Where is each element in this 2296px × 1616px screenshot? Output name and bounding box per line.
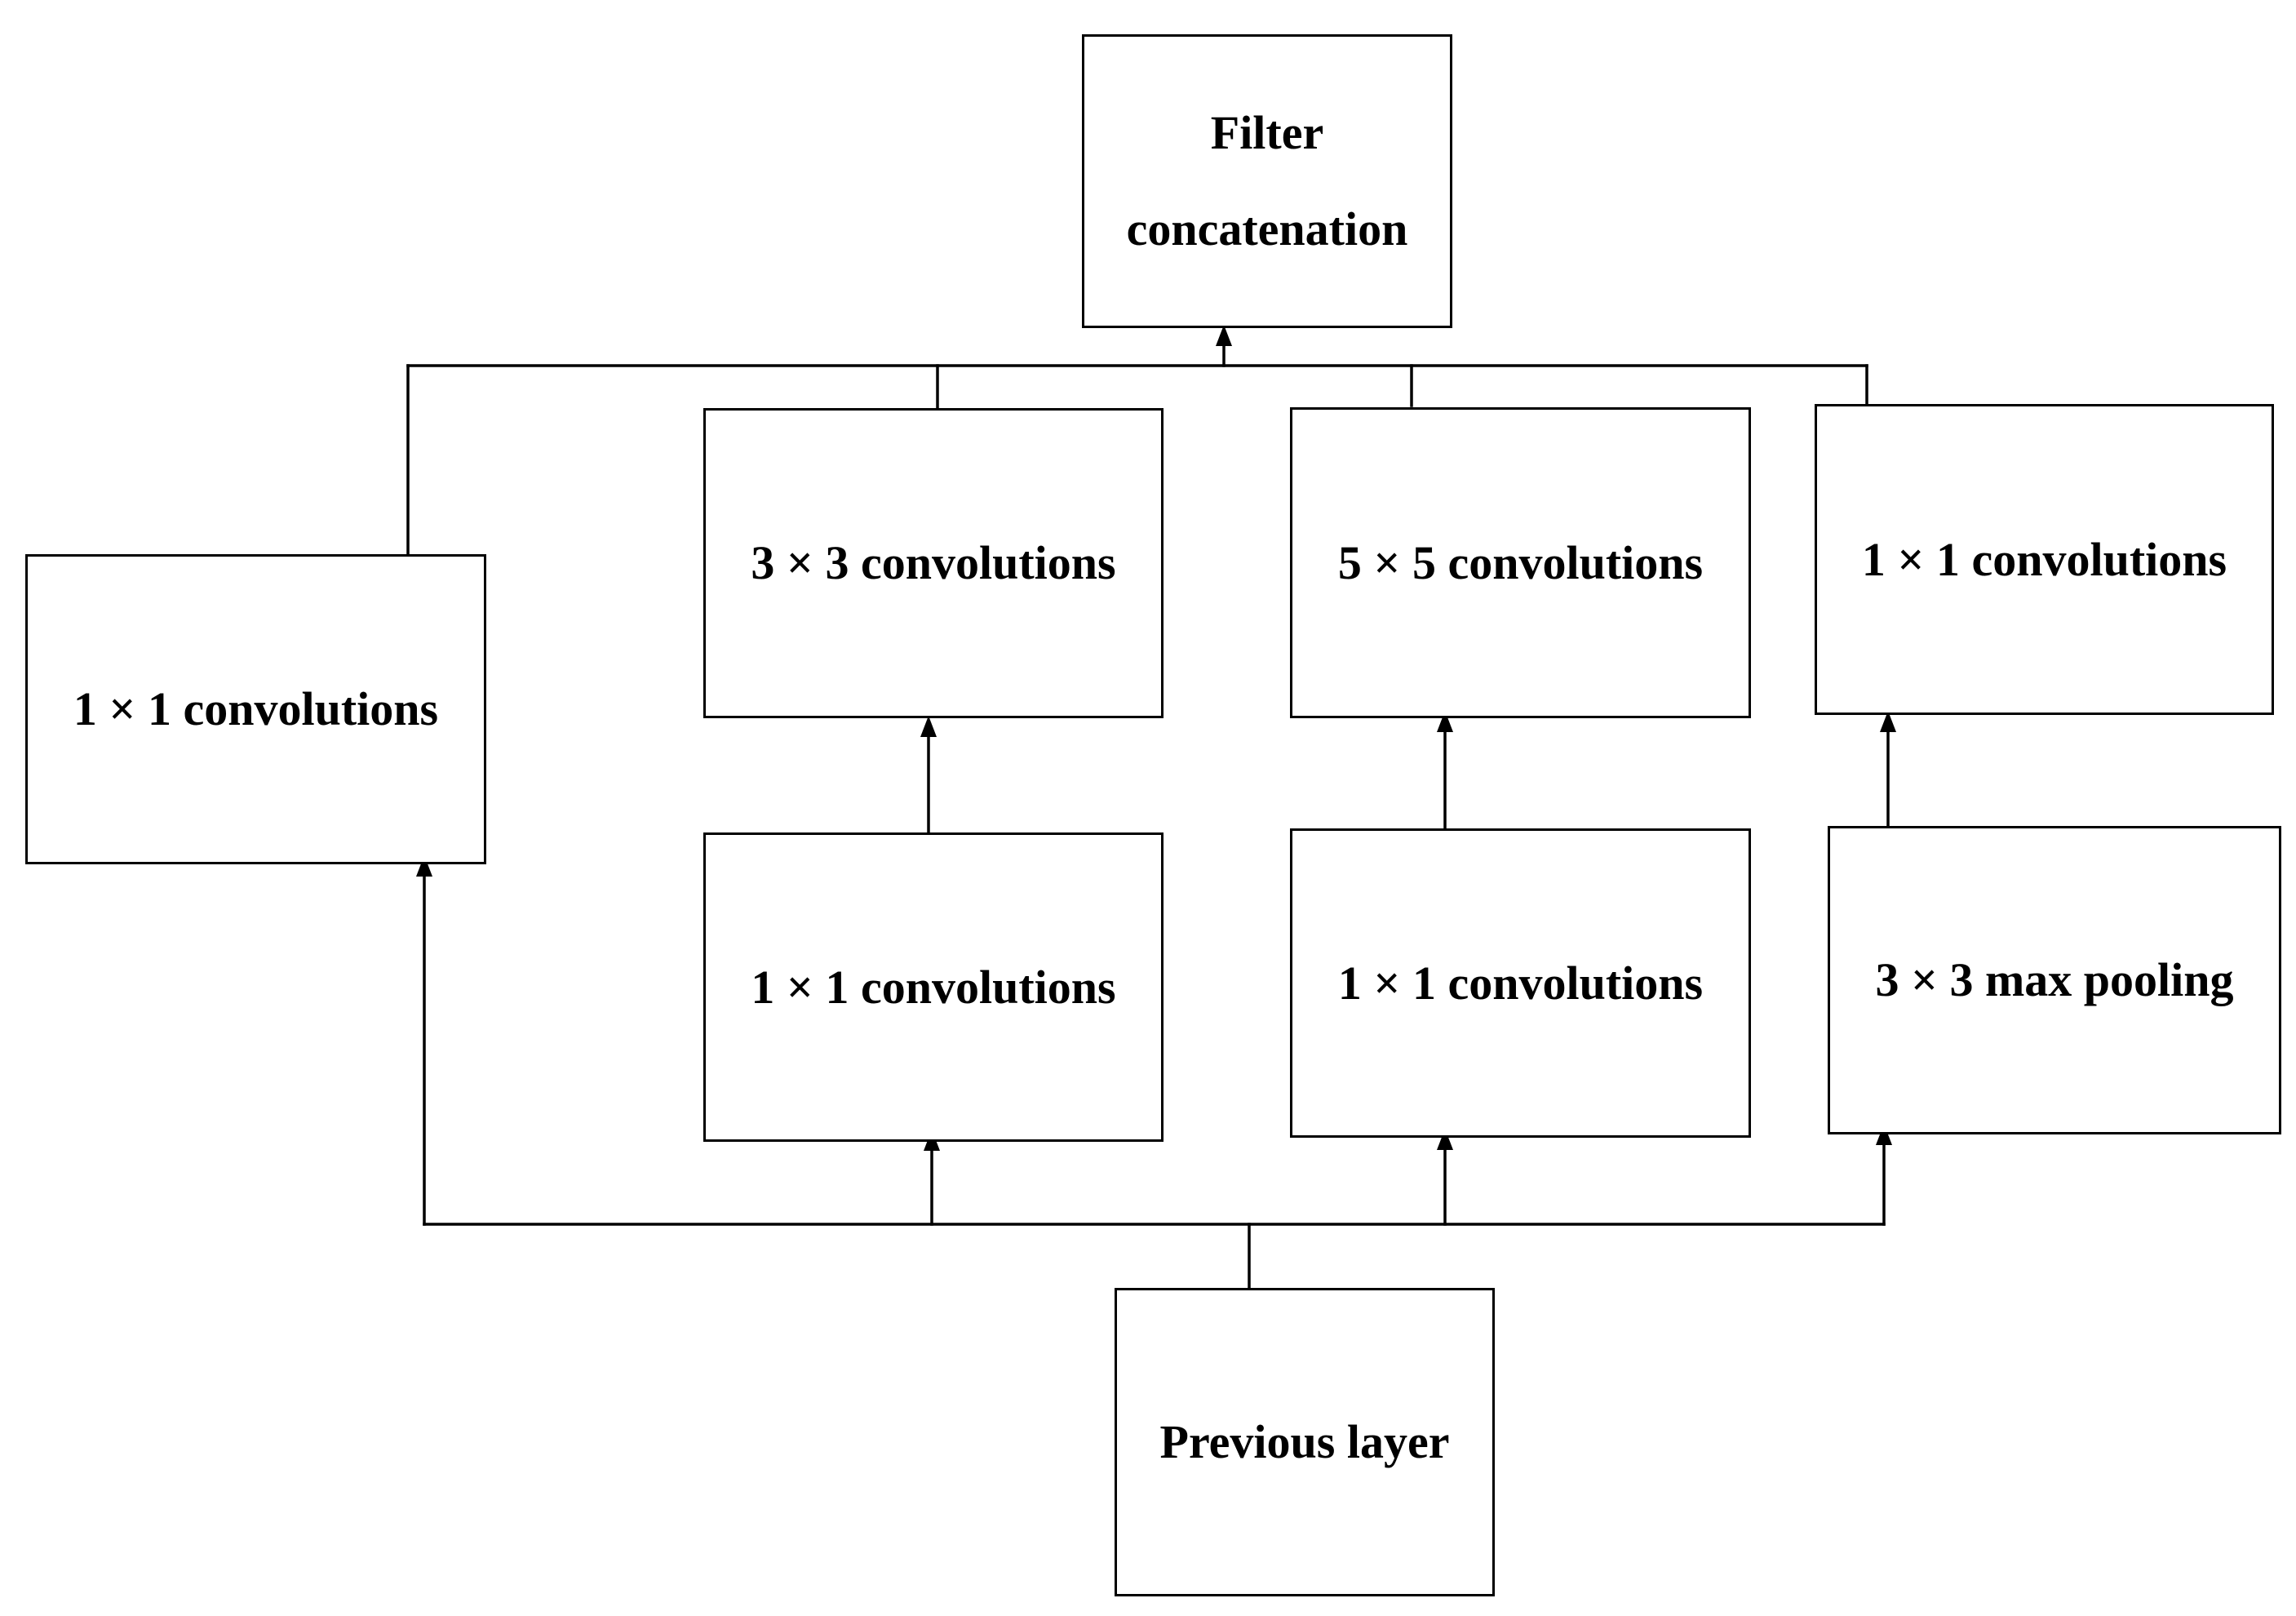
arrowhead-branch4-conv1x1 <box>1880 711 1896 732</box>
previous-layer-box: Previous layer <box>1115 1288 1495 1596</box>
branch3-conv5x5-label: 5 × 5 convolutions <box>1337 535 1704 589</box>
branch2-conv3x3-label: 3 × 3 convolutions <box>751 536 1116 589</box>
branch3-reduce1x1-box: 1 × 1 convolutions <box>1290 828 1751 1138</box>
filter-concatenation-label: Filter concatenation <box>1126 106 1408 255</box>
branch2-reduce1x1-label: 1 × 1 convolutions <box>751 960 1116 1014</box>
arrowhead-concat <box>1216 325 1232 346</box>
arrowhead-branch3-reduce <box>1437 1129 1453 1150</box>
branch1-conv1x1-label: 1 × 1 convolutions <box>73 682 439 735</box>
branch2-conv3x3-box: 3 × 3 convolutions <box>703 408 1164 718</box>
arrowhead-branch2-conv3x3 <box>920 716 937 737</box>
branch3-reduce1x1-label: 1 × 1 convolutions <box>1337 956 1704 1010</box>
branch4-conv1x1-box: 1 × 1 convolutions <box>1815 404 2274 715</box>
arrowhead-branch3-conv5x5 <box>1437 711 1453 732</box>
arrowhead-branch4-maxpool <box>1876 1124 1892 1145</box>
branch2-reduce1x1-box: 1 × 1 convolutions <box>703 832 1164 1142</box>
arrowhead-branch1-conv1x1 <box>416 855 432 877</box>
branch3-conv5x5-box: 5 × 5 convolutions <box>1290 407 1751 718</box>
branch4-maxpool-label: 3 × 3 max pooling <box>1875 953 2234 1006</box>
branch4-maxpool-box: 3 × 3 max pooling <box>1828 826 2281 1134</box>
previous-layer-label: Previous layer <box>1159 1415 1450 1468</box>
filter-concatenation-box: Filter concatenation <box>1082 34 1452 328</box>
branch4-conv1x1-label: 1 × 1 convolutions <box>1861 532 2227 586</box>
branch1-conv1x1-box: 1 × 1 convolutions <box>25 554 486 864</box>
